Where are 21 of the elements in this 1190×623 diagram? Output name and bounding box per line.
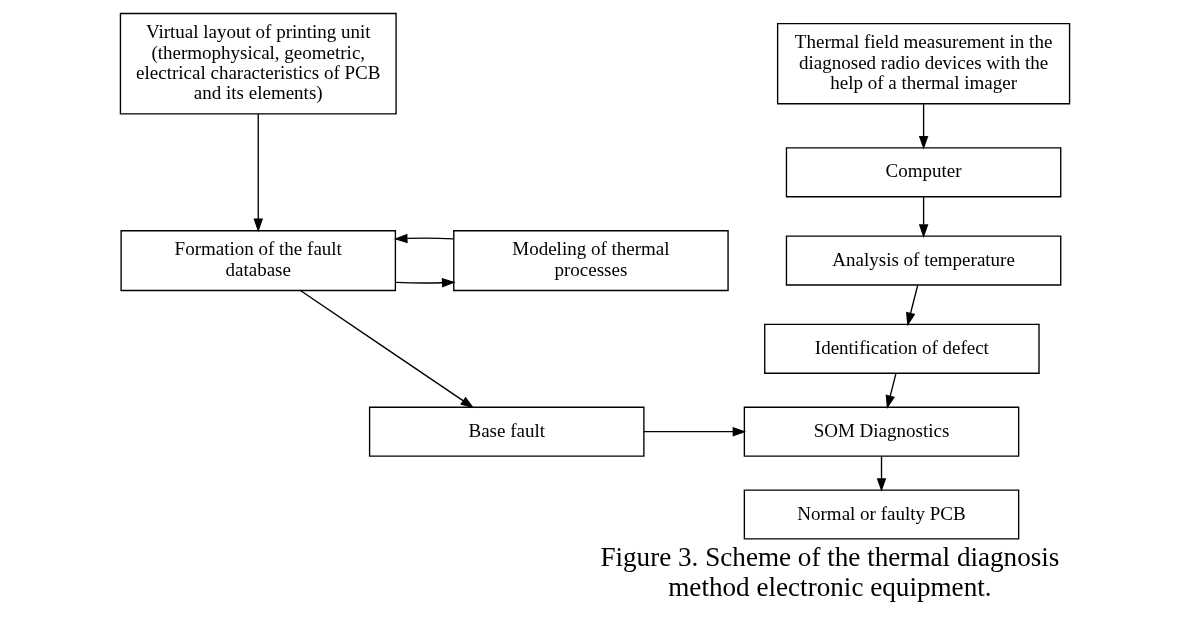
- node-box: Virtual layout of printing unit (thermophysical, geometric, electrical characteristics of PCB and its elements): [119, 12, 397, 115]
- arrow: [299, 289, 475, 409]
- arrow: [393, 233, 455, 244]
- node-box: Analysis of temperature: [785, 235, 1062, 286]
- arrow: [876, 455, 887, 492]
- node-box: Identification of defect: [764, 323, 1040, 374]
- node-box: Thermal field measurement in the diagnosed radio devices with the help of a thermal imager: [776, 22, 1071, 105]
- node-box: Base fault: [368, 406, 645, 457]
- arrow: [918, 103, 929, 150]
- arrow: [885, 372, 897, 409]
- arrow: [906, 284, 919, 327]
- node-box: Computer: [785, 147, 1062, 198]
- arrow: [643, 426, 747, 437]
- caption: Figure 3. Scheme of the thermal diagnosis method electronic equipment.: [600, 542, 1060, 602]
- arrow: [253, 113, 263, 233]
- arrow: [395, 278, 456, 288]
- node-box: SOM Diagnostics: [743, 406, 1020, 457]
- arrow: [918, 196, 929, 238]
- node-box: Formation of the fault database: [120, 230, 397, 292]
- node-box: Modeling of thermal processes: [453, 230, 729, 292]
- node-box: Normal or faulty PCB: [743, 489, 1020, 540]
